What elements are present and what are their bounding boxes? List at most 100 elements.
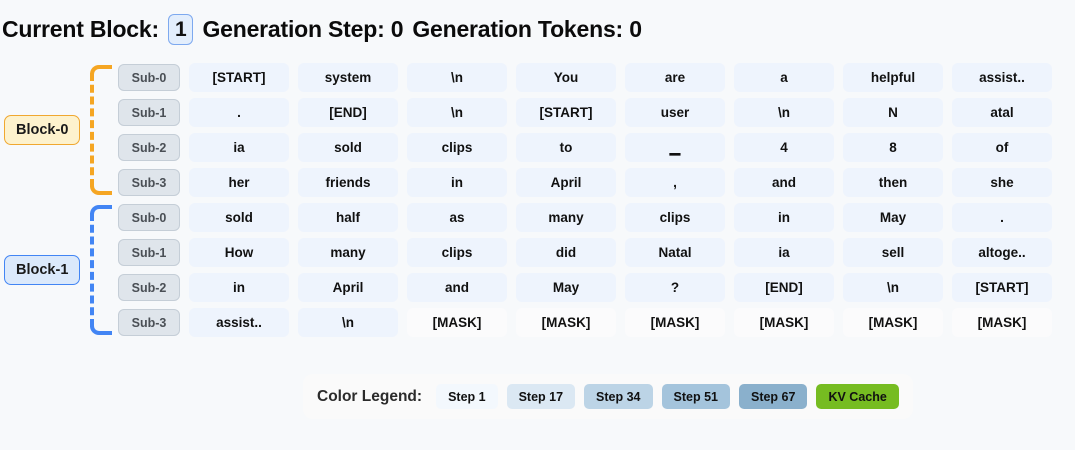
- token-cell[interactable]: assist..: [189, 308, 289, 337]
- token-row: Sub-0 [START] system \n You are a helpfu…: [118, 60, 1075, 95]
- bracket-arm-top: [90, 205, 112, 217]
- bracket-col-1: [82, 200, 118, 340]
- token-cell[interactable]: user: [625, 98, 725, 127]
- token-cell[interactable]: [END]: [734, 273, 834, 302]
- bracket-col-0: [82, 60, 118, 200]
- token-cell[interactable]: in: [189, 273, 289, 302]
- block-group-1: Block-1 Sub-0 sold half as many clips in: [0, 200, 1075, 340]
- token-cell[interactable]: May: [843, 203, 943, 232]
- block-badge-1[interactable]: Block-1: [4, 255, 81, 285]
- token-cell-mask[interactable]: [MASK]: [407, 308, 507, 337]
- token-cell[interactable]: N: [843, 98, 943, 127]
- token-cell[interactable]: her: [189, 168, 289, 197]
- token-cell[interactable]: \n: [407, 63, 507, 92]
- token-cell[interactable]: half: [298, 203, 398, 232]
- token-cell[interactable]: ?: [625, 273, 725, 302]
- token-cell[interactable]: \n: [298, 308, 398, 337]
- legend-chip-kv-cache[interactable]: KV Cache: [816, 384, 899, 409]
- legend-chip-step-17[interactable]: Step 17: [506, 384, 576, 409]
- token-cell[interactable]: [START]: [952, 273, 1052, 302]
- token-cell-mask[interactable]: [MASK]: [516, 308, 616, 337]
- legend-chip-step-34[interactable]: Step 34: [584, 384, 653, 409]
- token-cell[interactable]: altoge..: [952, 238, 1052, 267]
- token-cell-mask[interactable]: [MASK]: [625, 308, 725, 337]
- token-cell[interactable]: and: [734, 168, 834, 197]
- block-bracket-1: [90, 205, 112, 335]
- token-cell[interactable]: of: [952, 133, 1052, 162]
- legend-chip-step-1[interactable]: Step 1: [436, 384, 498, 409]
- token-cell[interactable]: are: [625, 63, 725, 92]
- token-cell[interactable]: ia: [734, 238, 834, 267]
- token-cell[interactable]: did: [516, 238, 616, 267]
- token-cell[interactable]: You: [516, 63, 616, 92]
- legend-title: Color Legend:: [317, 387, 423, 405]
- token-cell[interactable]: sell: [843, 238, 943, 267]
- token-cell[interactable]: to: [516, 133, 616, 162]
- token-grid: Block-0 Sub-0 [START] system \n You are …: [0, 60, 1075, 340]
- sub-chip[interactable]: Sub-0: [118, 64, 180, 91]
- token-cell[interactable]: ▁: [625, 133, 725, 162]
- token-cell[interactable]: she: [952, 168, 1052, 197]
- token-cell[interactable]: system: [298, 63, 398, 92]
- token-cell[interactable]: May: [516, 273, 616, 302]
- token-cell[interactable]: [START]: [516, 98, 616, 127]
- token-cell[interactable]: many: [516, 203, 616, 232]
- token-cell[interactable]: friends: [298, 168, 398, 197]
- token-cell[interactable]: many: [298, 238, 398, 267]
- sub-chip[interactable]: Sub-3: [118, 169, 180, 196]
- current-block-value: 1: [167, 14, 194, 45]
- token-cell[interactable]: clips: [407, 238, 507, 267]
- token-cell[interactable]: .: [189, 98, 289, 127]
- token-cell[interactable]: 4: [734, 133, 834, 162]
- token-cell[interactable]: \n: [407, 98, 507, 127]
- generation-step-label: Generation Step: 0: [202, 16, 404, 42]
- token-cell[interactable]: sold: [298, 133, 398, 162]
- color-legend: Color Legend: Step 1 Step 17 Step 34 Ste…: [303, 374, 913, 419]
- token-cell[interactable]: \n: [734, 98, 834, 127]
- sub-chip[interactable]: Sub-1: [118, 239, 180, 266]
- token-cell[interactable]: ,: [625, 168, 725, 197]
- bracket-vline: [90, 213, 94, 327]
- token-row: Sub-2 in April and May ? [END] \n [START…: [118, 270, 1075, 305]
- token-cell[interactable]: sold: [189, 203, 289, 232]
- token-cell[interactable]: 8: [843, 133, 943, 162]
- token-cell[interactable]: .: [952, 203, 1052, 232]
- token-cell[interactable]: helpful: [843, 63, 943, 92]
- token-cell[interactable]: assist..: [952, 63, 1052, 92]
- sub-chip[interactable]: Sub-0: [118, 204, 180, 231]
- token-cell[interactable]: ia: [189, 133, 289, 162]
- sub-chip[interactable]: Sub-2: [118, 274, 180, 301]
- token-cell-mask[interactable]: [MASK]: [952, 308, 1052, 337]
- token-cell[interactable]: clips: [407, 133, 507, 162]
- token-cell[interactable]: in: [734, 203, 834, 232]
- sub-chip[interactable]: Sub-3: [118, 309, 180, 336]
- token-cell[interactable]: April: [516, 168, 616, 197]
- token-row: Sub-1 How many clips did Natal ia sell a…: [118, 235, 1075, 270]
- legend-chip-step-67[interactable]: Step 67: [738, 384, 808, 409]
- rows-col-1: Sub-0 sold half as many clips in May . S…: [118, 200, 1075, 340]
- token-cell[interactable]: clips: [625, 203, 725, 232]
- token-cell[interactable]: [START]: [189, 63, 289, 92]
- token-cell[interactable]: then: [843, 168, 943, 197]
- token-cell-mask[interactable]: [MASK]: [734, 308, 834, 337]
- status-header: Current Block: 1 Generation Step: 0 Gene…: [0, 14, 1075, 45]
- block-label-col-0: Block-0: [0, 60, 82, 200]
- token-cell[interactable]: in: [407, 168, 507, 197]
- token-cell[interactable]: Natal: [625, 238, 725, 267]
- token-cell[interactable]: \n: [843, 273, 943, 302]
- legend-chip-step-51[interactable]: Step 51: [661, 384, 730, 409]
- sub-chip[interactable]: Sub-2: [118, 134, 180, 161]
- sub-chip[interactable]: Sub-1: [118, 99, 180, 126]
- token-row: Sub-1 . [END] \n [START] user \n N atal: [118, 95, 1075, 130]
- token-cell[interactable]: [END]: [298, 98, 398, 127]
- token-cell[interactable]: atal: [952, 98, 1052, 127]
- token-cell[interactable]: How: [189, 238, 289, 267]
- token-cell-mask[interactable]: [MASK]: [843, 308, 943, 337]
- token-cell[interactable]: April: [298, 273, 398, 302]
- block-group-0: Block-0 Sub-0 [START] system \n You are …: [0, 60, 1075, 200]
- block-badge-0[interactable]: Block-0: [4, 115, 81, 145]
- token-cell[interactable]: a: [734, 63, 834, 92]
- token-cell[interactable]: and: [407, 273, 507, 302]
- token-cell[interactable]: as: [407, 203, 507, 232]
